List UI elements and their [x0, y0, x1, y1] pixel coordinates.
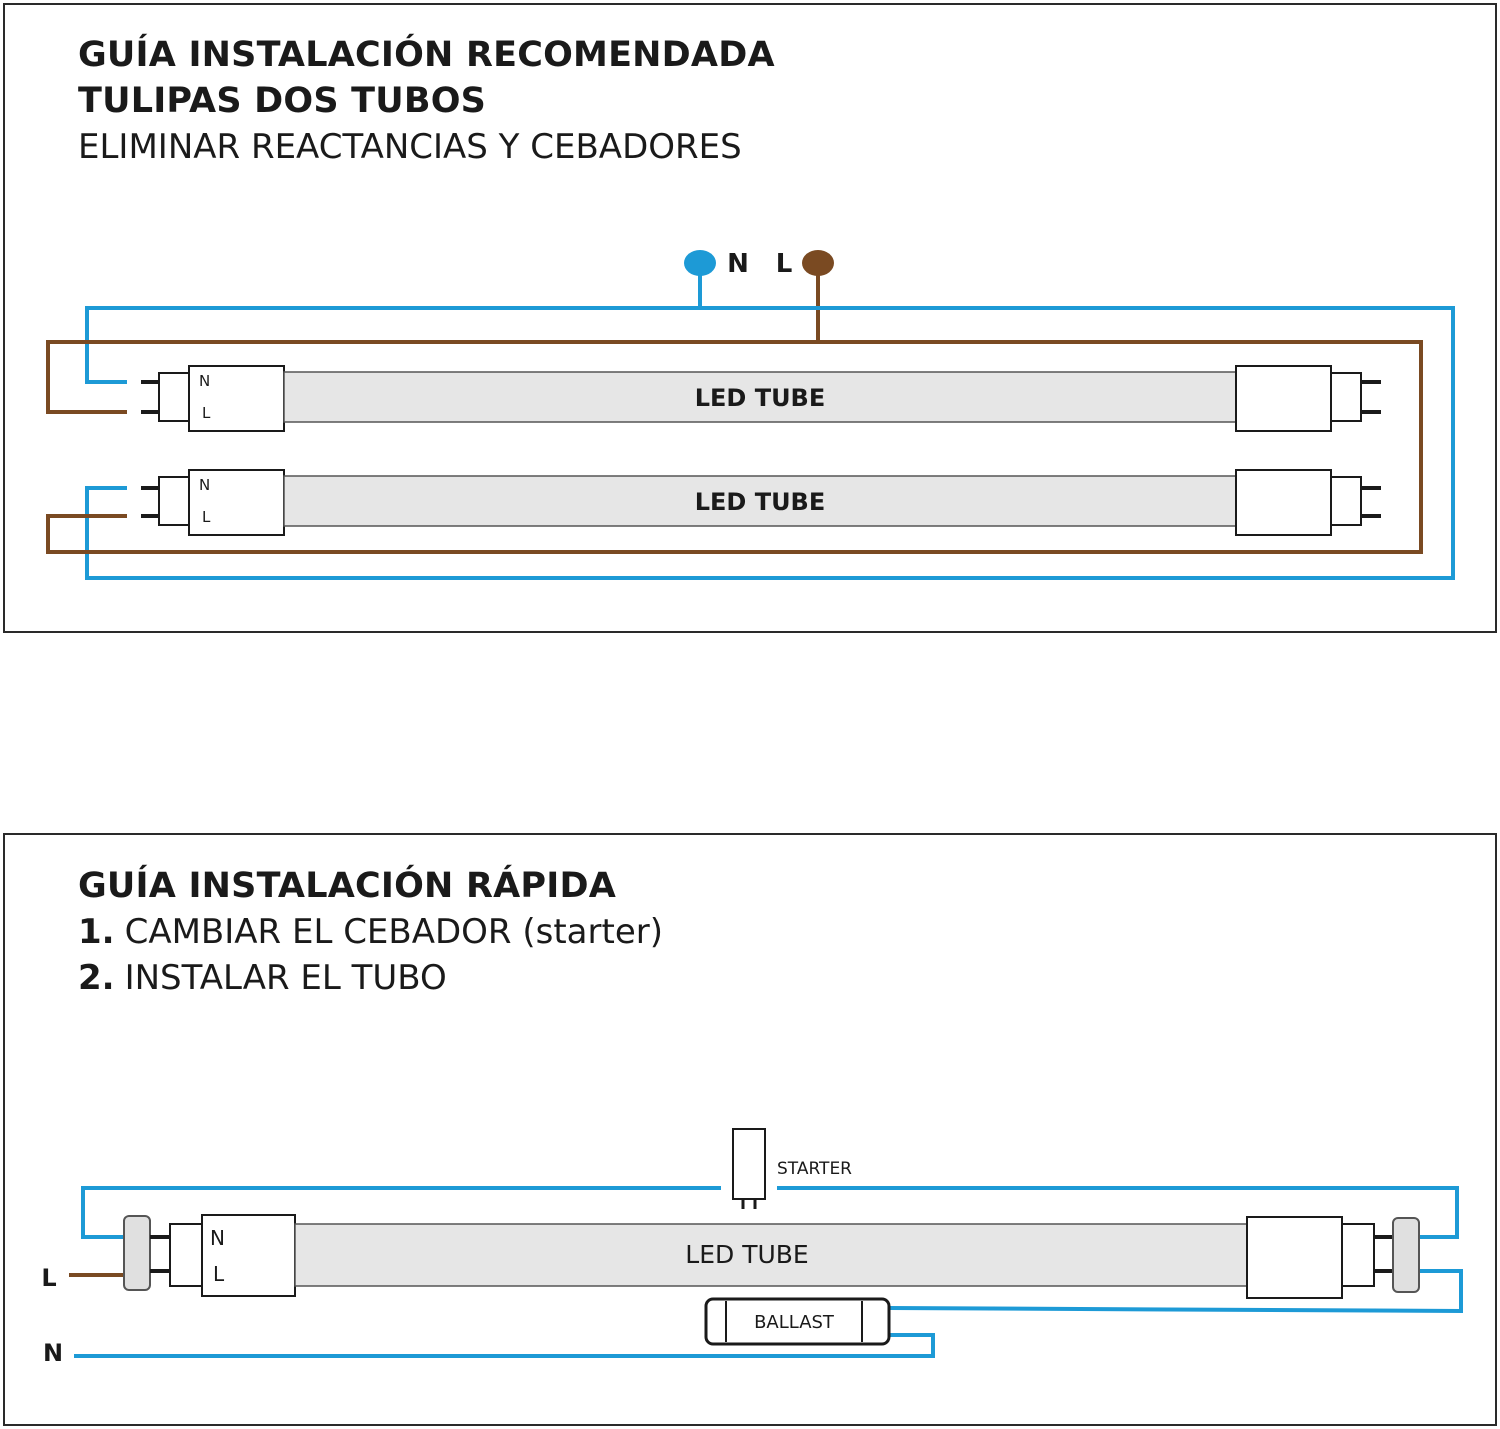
ballast: BALLAST — [704, 1297, 891, 1346]
top-title-line1: GUÍA INSTALACIÓN RECOMENDADA — [78, 35, 775, 75]
tube2-label: LED TUBE — [695, 488, 826, 516]
neutral-wire-loop — [85, 306, 1455, 580]
ballast-output-wire — [888, 1269, 1463, 1314]
tube-endcap-n-label: N — [210, 1226, 225, 1250]
quick-wiring-diagram: STARTER L N BALLAST N L — [41, 1128, 1463, 1367]
step-2: 2.INSTALAR EL TUBO — [78, 955, 663, 1001]
starter-wire-right — [777, 1186, 1459, 1239]
starter: STARTER — [732, 1128, 852, 1209]
tube-left-endcap — [201, 1214, 296, 1297]
two-tube-wiring-diagram: N L N L LED TUBE N — [46, 249, 1455, 580]
tube-body — [294, 1223, 1248, 1287]
step-2-text: INSTALAR EL TUBO — [124, 958, 447, 998]
led-tube-1: N L LED TUBE — [141, 365, 1381, 432]
starter-wire-left — [81, 1186, 721, 1239]
top-title-line2: TULIPAS DOS TUBOS — [78, 81, 487, 121]
supply-l-label: L — [776, 249, 793, 279]
line-n-label: N — [43, 1339, 63, 1367]
led-tube-2: N L LED TUBE — [141, 469, 1381, 536]
top-title-block: GUÍA INSTALACIÓN RECOMENDADA TULIPAS DOS… — [78, 32, 775, 170]
tube2-body — [283, 475, 1237, 527]
live-wire-loop — [46, 340, 1423, 554]
step-1-number: 1. — [78, 912, 115, 952]
ballast-label: BALLAST — [754, 1312, 835, 1333]
tube1-label: LED TUBE — [695, 384, 826, 412]
left-socket — [123, 1215, 170, 1291]
step-1: 1.CAMBIAR EL CEBADOR (starter) — [78, 909, 663, 955]
recommended-installation-panel: GUÍA INSTALACIÓN RECOMENDADA TULIPAS DOS… — [3, 3, 1497, 633]
bottom-title: GUÍA INSTALACIÓN RÁPIDA — [78, 866, 616, 906]
starter-label: STARTER — [777, 1159, 852, 1179]
supply-n-label: N — [727, 249, 749, 279]
step-1-text: CAMBIAR EL CEBADOR (starter) — [124, 912, 663, 952]
right-socket — [1374, 1217, 1420, 1293]
quick-installation-panel: GUÍA INSTALACIÓN RÁPIDA 1.CAMBIAR EL CEB… — [3, 833, 1497, 1426]
line-l-label: L — [41, 1264, 56, 1292]
tube1-endcap-n-label: N — [199, 372, 210, 390]
neutral-input-wire — [74, 1333, 935, 1358]
top-subtitle: ELIMINAR REACTANCIAS Y CEBADORES — [78, 127, 742, 167]
tube1-right-endcap — [1235, 365, 1332, 432]
tube-right-endcap — [1246, 1216, 1343, 1299]
tube2-right-endcap — [1235, 469, 1332, 536]
tube-endcap-l-label: L — [213, 1262, 225, 1286]
tube2-endcap-n-label: N — [199, 476, 210, 494]
ballast-body — [704, 1297, 891, 1346]
live-terminal — [802, 250, 834, 276]
bottom-title-block: GUÍA INSTALACIÓN RÁPIDA 1.CAMBIAR EL CEB… — [78, 863, 663, 1001]
tube-label: LED TUBE — [685, 1240, 808, 1269]
led-tube: N L LED TUBE — [169, 1214, 1375, 1299]
tube2-endcap-l-label: L — [202, 508, 211, 526]
tube1-endcap-l-label: L — [202, 404, 211, 422]
starter-body — [732, 1128, 766, 1200]
neutral-terminal — [684, 250, 716, 276]
step-2-number: 2. — [78, 958, 115, 998]
